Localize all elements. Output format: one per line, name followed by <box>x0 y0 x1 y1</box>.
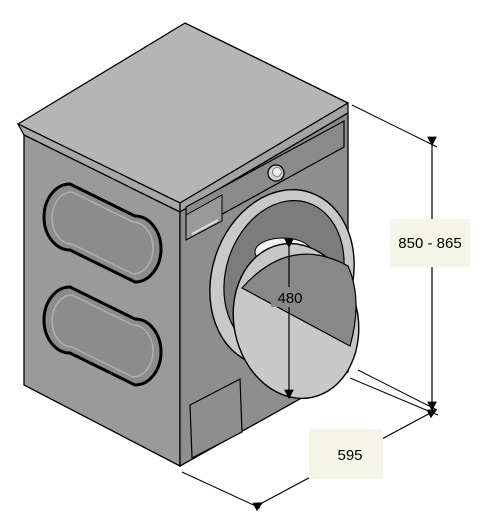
detergent-drawer <box>185 194 223 241</box>
height-dimension: 850 - 865 <box>351 104 470 412</box>
side-emboss-lower <box>42 285 163 387</box>
washing-machine <box>16 22 360 468</box>
service-hatch <box>189 378 243 459</box>
height-label: 850 - 865 <box>398 235 461 252</box>
side-emboss-upper <box>42 182 163 284</box>
door-label: 480 <box>277 290 302 307</box>
door-dimension: 480 <box>271 238 309 400</box>
width-extension-left <box>181 471 261 509</box>
width-label: 595 <box>337 447 362 464</box>
drawer-handle <box>191 219 219 235</box>
width-label-box <box>309 429 383 479</box>
program-knob <box>267 164 285 182</box>
width-dimension: 595 <box>181 377 439 512</box>
height-extension-bottom <box>357 369 438 411</box>
door-label-box <box>271 287 309 307</box>
height-extension-top <box>351 104 438 148</box>
height-label-box <box>390 219 470 267</box>
width-extension-right <box>349 377 439 416</box>
